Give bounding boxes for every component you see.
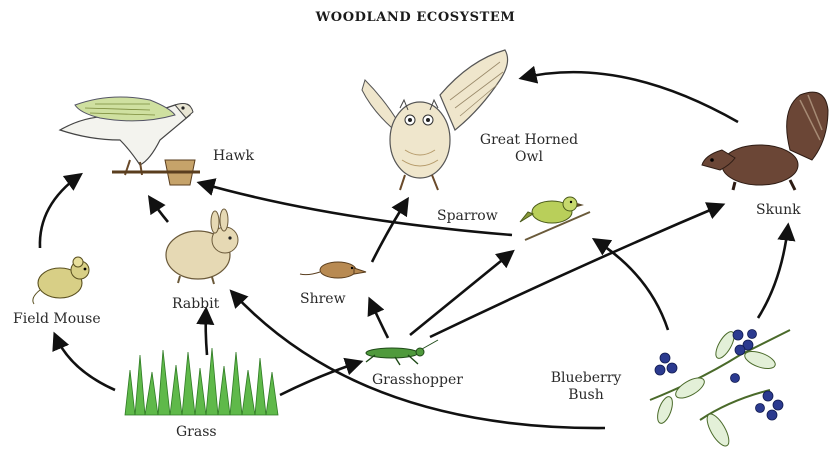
arrow-fieldmouse-to-hawk xyxy=(40,175,80,248)
label-grasshopper: Grasshopper xyxy=(372,372,463,389)
arrow-grass-to-rabbit xyxy=(206,310,207,355)
label-grass: Grass xyxy=(176,424,217,441)
label-skunk: Skunk xyxy=(756,202,801,219)
arrow-skunk-to-owl xyxy=(522,72,738,122)
rabbit-illustration xyxy=(166,209,238,284)
label-owl-line2: Owl xyxy=(470,149,588,166)
label-rabbit: Rabbit xyxy=(172,296,219,313)
label-blueberry-line2: Bush xyxy=(548,387,624,404)
label-hawk: Hawk xyxy=(213,148,254,165)
grasshopper-illustration xyxy=(366,340,438,365)
arrow-blueberry-to-sparrow xyxy=(595,240,668,330)
hawk-illustration xyxy=(60,97,200,185)
shrew-illustration xyxy=(300,262,366,278)
label-blueberry-bush: Blueberry Bush xyxy=(548,370,624,404)
arrow-shrew-to-owl xyxy=(372,200,407,262)
label-field-mouse: Field Mouse xyxy=(13,311,101,328)
blueberry-bush-illustration xyxy=(650,329,790,449)
field-mouse-illustration xyxy=(33,257,89,304)
sparrow-illustration xyxy=(520,197,590,240)
arrow-grass-to-fieldmouse xyxy=(55,335,115,390)
label-owl-line1: Great Horned xyxy=(470,132,588,149)
arrow-rabbit-to-hawk xyxy=(150,198,168,222)
label-blueberry-line1: Blueberry xyxy=(548,370,624,387)
arrow-blueberry-to-skunk xyxy=(758,226,788,318)
grass-illustration xyxy=(125,348,278,415)
arrow-blueberry-to-rabbit xyxy=(232,292,605,428)
arrow-grasshopper-to-shrew xyxy=(370,300,388,338)
label-shrew: Shrew xyxy=(300,291,346,308)
skunk-illustration xyxy=(702,92,828,190)
owl-illustration xyxy=(362,50,508,190)
label-sparrow: Sparrow xyxy=(437,208,498,225)
diagram-title: WOODLAND ECOSYSTEM xyxy=(0,10,831,25)
label-great-horned-owl: Great Horned Owl xyxy=(470,132,588,166)
